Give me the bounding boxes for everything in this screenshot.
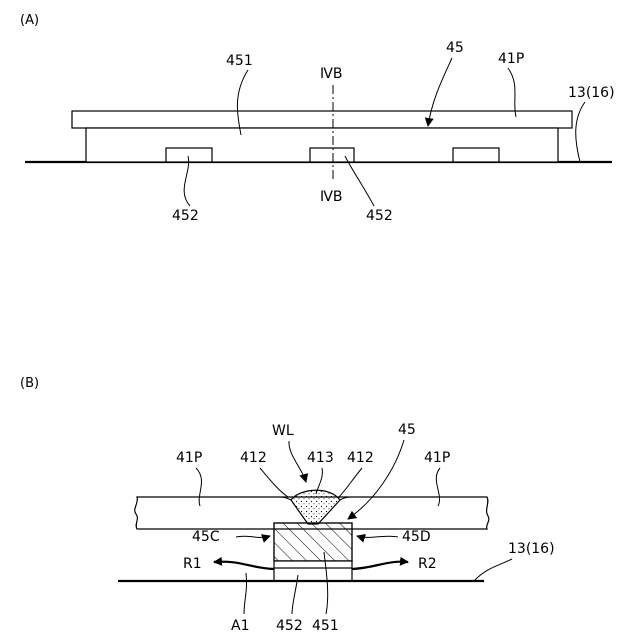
callout-451-a: 451 — [226, 53, 253, 69]
callout-451-b: 451 — [312, 618, 339, 634]
callout-41p-b-right: 41P — [424, 450, 450, 466]
leader-412-right — [338, 468, 362, 498]
callout-41p-a: 41P — [498, 51, 524, 67]
section-label-bottom: ⅣB — [320, 189, 343, 205]
callout-ground-b: 13(16) — [508, 541, 555, 557]
callout-45d: 45D — [402, 529, 431, 545]
callout-412-left: 412 — [240, 450, 267, 466]
callout-452-center: 452 — [366, 208, 393, 224]
pad-452-right — [453, 148, 499, 162]
callout-r1: R1 — [183, 556, 202, 572]
pad-452-b — [274, 561, 352, 568]
leader-ground-a — [576, 102, 585, 162]
flow-arrow-r2 — [352, 562, 408, 569]
callout-45c: 45C — [192, 529, 220, 545]
leader-45c — [236, 536, 270, 537]
callout-45-a: 45 — [446, 40, 464, 56]
callout-412-right: 412 — [347, 450, 374, 466]
panel-b-label: (B) — [20, 376, 39, 391]
callout-ground-a: 13(16) — [568, 85, 615, 101]
leader-wl — [289, 441, 306, 482]
callout-452-b: 452 — [276, 618, 303, 634]
callout-413: 413 — [307, 450, 334, 466]
section-label-top: ⅣB — [320, 66, 343, 82]
callout-r2: R2 — [418, 556, 437, 572]
callout-452-left: 452 — [172, 208, 199, 224]
flow-arrow-r1 — [214, 562, 274, 569]
callout-a1: A1 — [231, 618, 249, 634]
block-451-b — [274, 523, 352, 561]
leader-452-left — [184, 156, 190, 206]
leader-41p-a — [508, 68, 516, 117]
leader-45d — [357, 536, 398, 537]
leader-412-left — [260, 468, 288, 497]
callout-wl: WL — [272, 423, 294, 439]
panel-b: (B) WL 45 41P 41P 412 413 412 45C — [20, 376, 555, 634]
leader-a1 — [244, 573, 247, 614]
callout-41p-b-left: 41P — [176, 450, 202, 466]
panel-a-label: (A) — [20, 13, 39, 28]
leader-452-center — [345, 156, 374, 206]
callout-45-b: 45 — [398, 422, 416, 438]
plate-41p-a — [72, 111, 572, 128]
leader-ground-b — [474, 559, 512, 581]
panel-a: (A) ⅣB ⅣB 451 45 41P 13(16) 452 452 — [20, 13, 615, 224]
